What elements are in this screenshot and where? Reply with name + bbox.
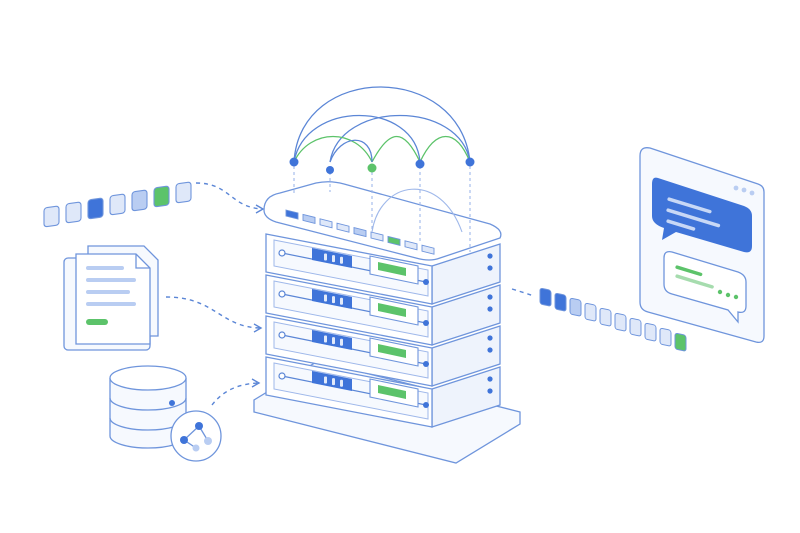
top-slot bbox=[319, 218, 333, 229]
rack-module-bar bbox=[324, 253, 327, 261]
rack-module-bar bbox=[340, 379, 343, 387]
output-token bbox=[584, 302, 597, 322]
output-token bbox=[614, 312, 627, 332]
rack-flow-end bbox=[423, 361, 429, 367]
top-slot bbox=[387, 235, 401, 246]
rack-module-bar bbox=[324, 294, 327, 302]
input-token bbox=[65, 201, 82, 224]
top-slot bbox=[336, 222, 350, 233]
input-token bbox=[109, 193, 126, 216]
network-arcs-icon bbox=[289, 86, 475, 252]
rack-led bbox=[487, 376, 493, 382]
output-token bbox=[539, 287, 552, 307]
top-slot bbox=[370, 231, 384, 242]
document-stack-icon bbox=[63, 245, 159, 351]
rack-flow-end bbox=[423, 320, 429, 326]
rack-flow-start bbox=[278, 372, 286, 380]
rack-green-module bbox=[378, 344, 406, 358]
server-rack bbox=[265, 315, 501, 387]
top-slot bbox=[285, 209, 299, 220]
rack-module-bar bbox=[332, 337, 335, 345]
database-with-graph-icon bbox=[109, 365, 222, 462]
rack-flow-end bbox=[423, 402, 429, 408]
rack-flow-end bbox=[423, 279, 429, 285]
token-stream-arrowhead bbox=[255, 204, 265, 214]
input-token bbox=[175, 181, 192, 204]
chat-window-icon bbox=[639, 147, 765, 344]
top-slot bbox=[404, 240, 418, 251]
server-top-face bbox=[263, 181, 502, 261]
top-slot bbox=[302, 213, 316, 224]
output-token bbox=[599, 307, 612, 327]
rack-flow-start bbox=[278, 331, 286, 339]
rack-led bbox=[487, 388, 493, 394]
server-rack bbox=[265, 274, 501, 346]
rack-module-bar bbox=[340, 256, 343, 264]
rack-led bbox=[487, 253, 493, 259]
rack-led bbox=[487, 294, 493, 300]
rack-green-module bbox=[378, 262, 406, 276]
input-token-stream bbox=[43, 181, 265, 228]
rack-led bbox=[487, 335, 493, 341]
server-rack bbox=[265, 356, 501, 428]
token-stream-icon bbox=[43, 181, 192, 228]
top-slot bbox=[353, 227, 367, 238]
server-rack bbox=[265, 233, 501, 305]
rack-module-bar bbox=[324, 335, 327, 343]
server-top-slots bbox=[285, 209, 435, 255]
input-token bbox=[87, 197, 104, 220]
server-racks bbox=[265, 233, 501, 428]
output-arrow bbox=[511, 288, 535, 297]
input-token bbox=[43, 205, 60, 228]
output-token bbox=[569, 297, 582, 317]
rack-module-bar bbox=[332, 296, 335, 304]
rack-green-module bbox=[378, 303, 406, 317]
top-slot bbox=[421, 244, 435, 255]
output-token bbox=[674, 332, 687, 352]
rack-module-bar bbox=[332, 255, 335, 263]
output-token bbox=[644, 322, 657, 342]
rack-module-bar bbox=[340, 297, 343, 305]
rack-module-bar bbox=[324, 376, 327, 384]
rack-green-module bbox=[378, 385, 406, 399]
rack-module-bar bbox=[332, 378, 335, 386]
rack-led bbox=[487, 347, 493, 353]
input-token bbox=[153, 185, 170, 208]
rack-flow-start bbox=[278, 249, 286, 257]
rack-flow-start bbox=[278, 290, 286, 298]
documents-arrowhead bbox=[253, 323, 263, 333]
output-token-stream bbox=[511, 287, 687, 352]
database-arrow bbox=[211, 382, 259, 406]
rack-led bbox=[487, 306, 493, 312]
rack-led bbox=[487, 265, 493, 271]
output-token bbox=[629, 317, 642, 337]
input-token bbox=[131, 189, 148, 212]
documents-arrow bbox=[165, 296, 261, 329]
output-token-stream-icon bbox=[539, 287, 687, 352]
server-rack-icon bbox=[253, 181, 521, 464]
database-arrowhead bbox=[251, 378, 261, 388]
token-stream-arrow bbox=[195, 182, 263, 210]
output-token bbox=[554, 292, 567, 312]
output-token bbox=[659, 327, 672, 347]
rack-module-bar bbox=[340, 338, 343, 346]
